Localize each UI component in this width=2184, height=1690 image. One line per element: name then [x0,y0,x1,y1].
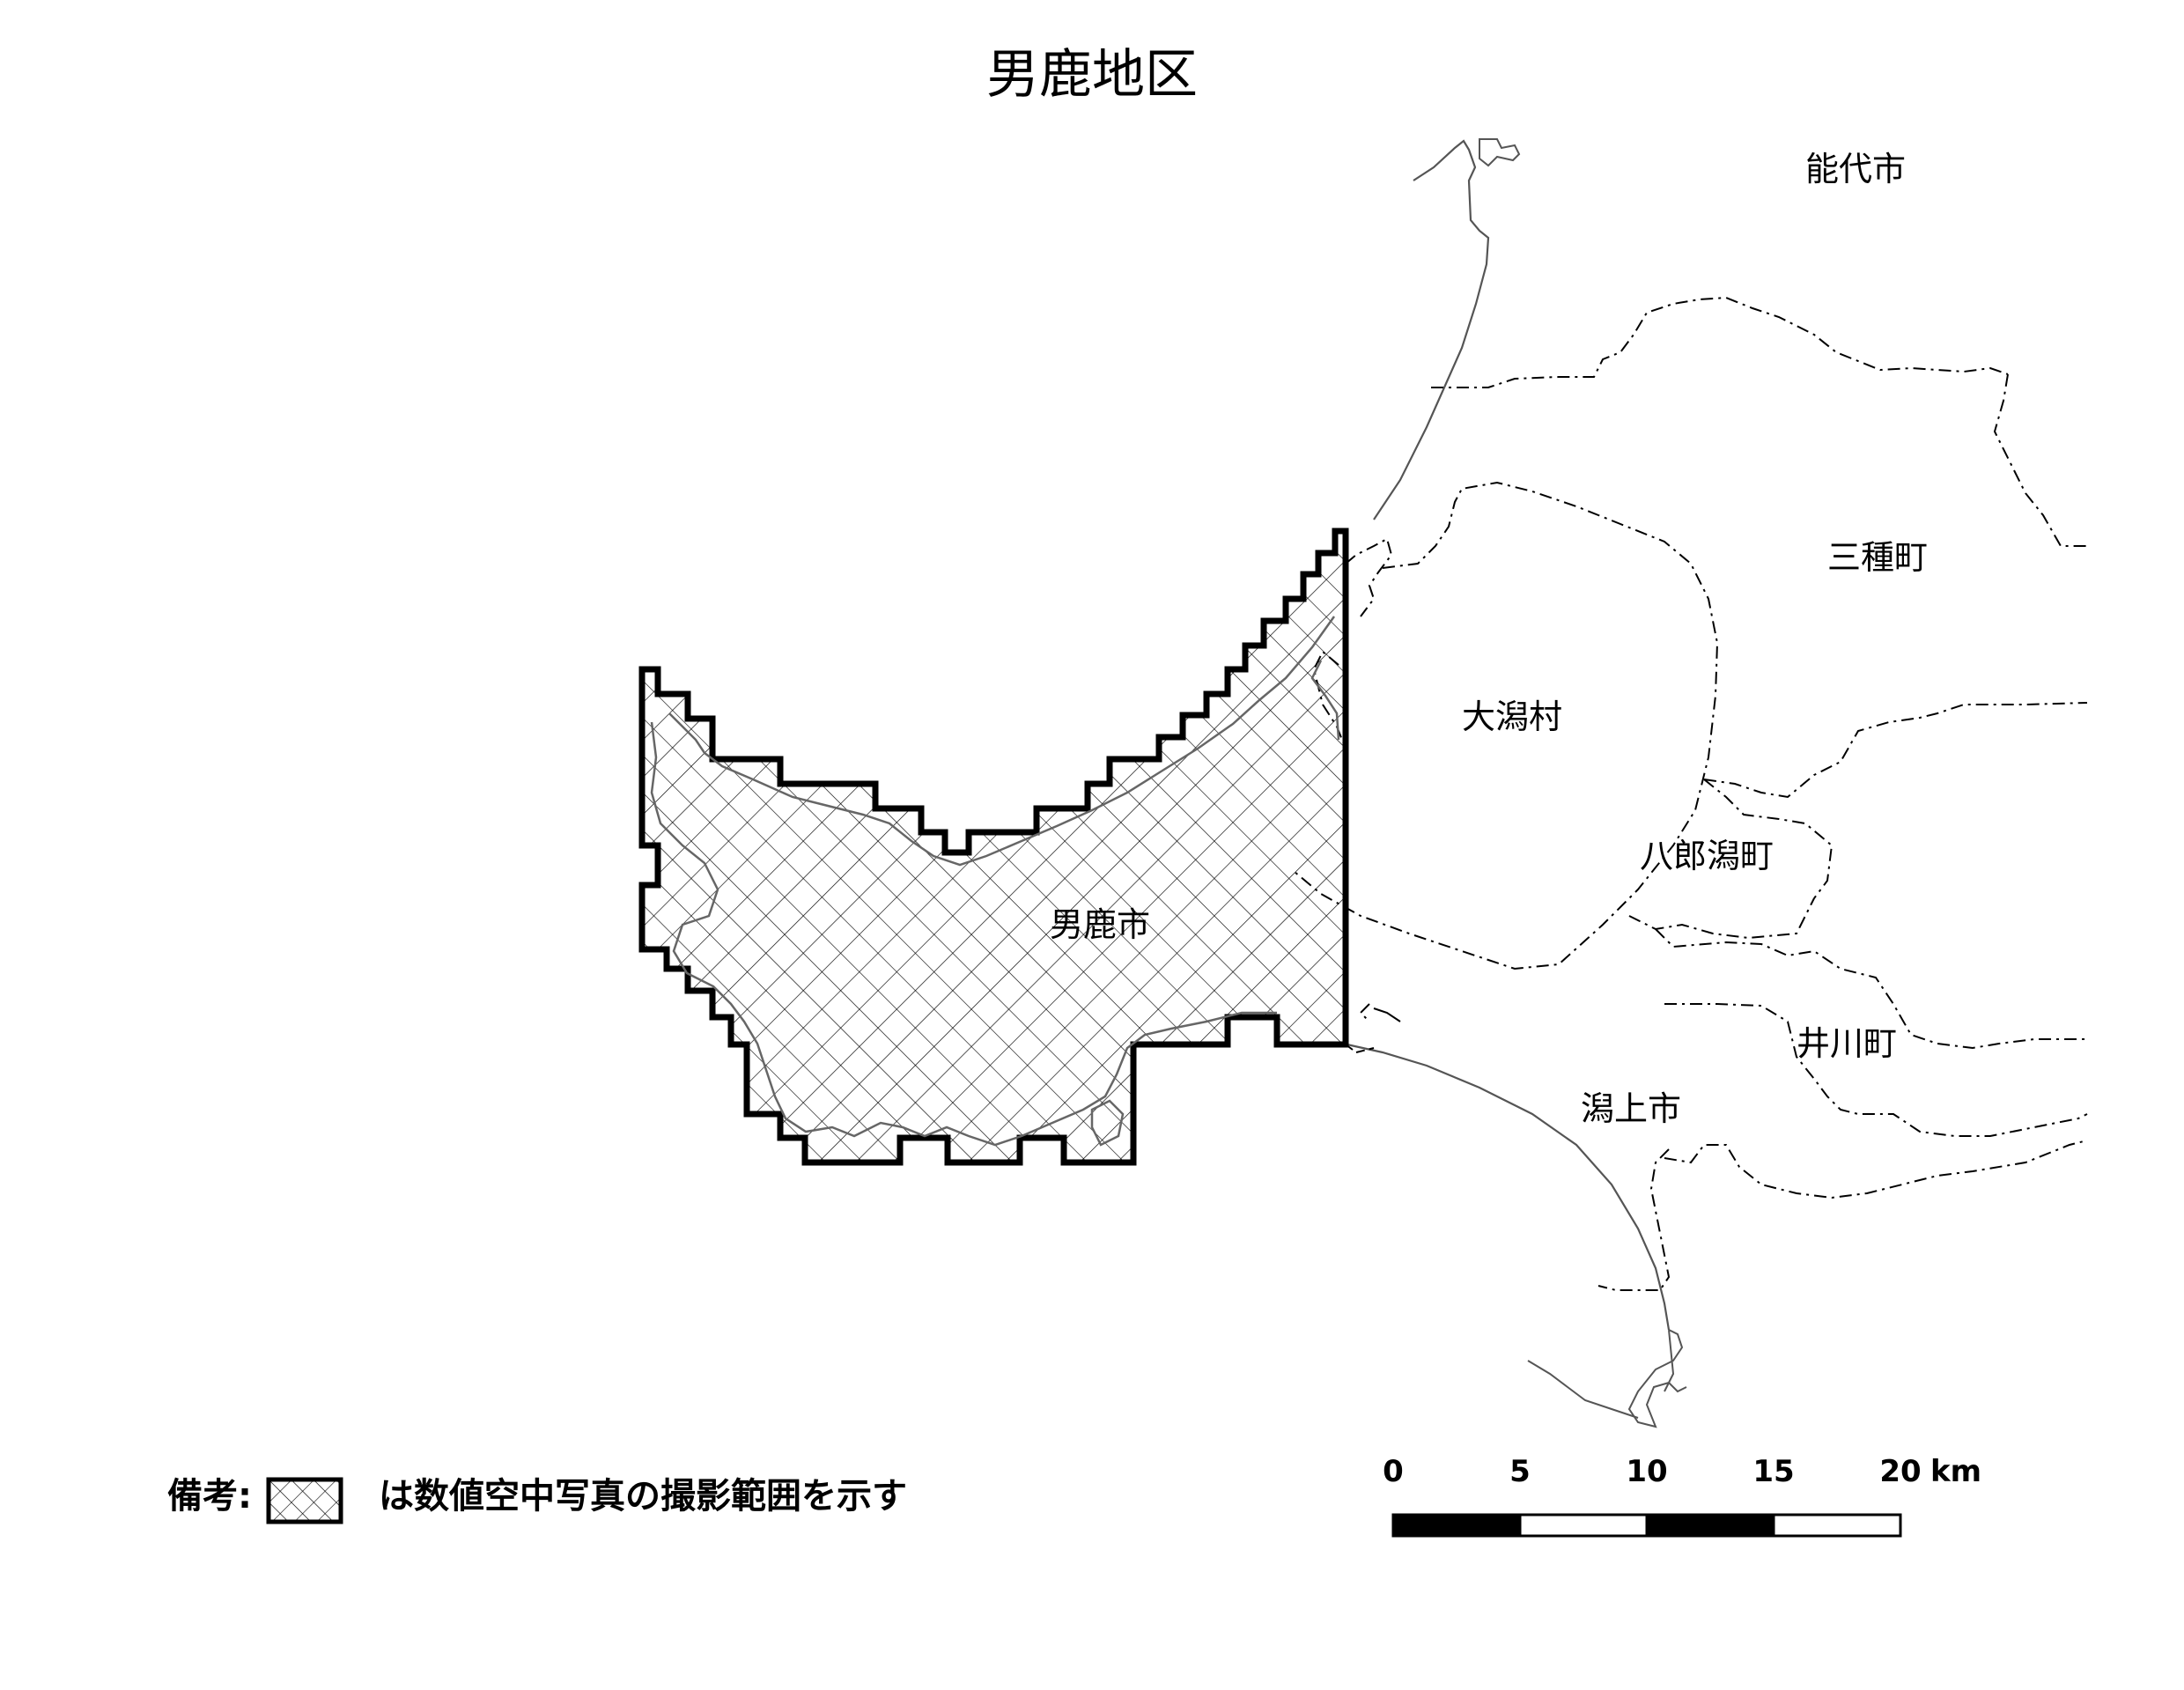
katagami-coast-start [1373,1007,1401,1022]
label-ikawa: 井川町 [1797,1024,1897,1063]
map-title: 男鹿地区 [986,44,1198,106]
scale-tick-10: 10 [1626,1454,1667,1489]
oga-katagami-boundary [1345,1044,1375,1054]
ogata-west-edge [1345,537,1393,617]
scale-tick-0: 0 [1383,1454,1404,1489]
label-oga: 男鹿市 [1050,905,1150,944]
scale-unit: km [1930,1454,1981,1489]
south-spit [1527,1360,1639,1419]
label-mitane: 三種町 [1827,538,1928,577]
label-ogata: 大潟村 [1462,697,1562,736]
peninsula-coast [650,616,1340,1147]
legend-label: 備考: [167,1476,252,1517]
legend-swatch [266,1477,343,1524]
scale-bar [1391,1513,1902,1538]
label-hachirogata: 八郎潟町 [1640,837,1774,875]
scale-tick-15: 15 [1752,1454,1794,1489]
south-coastline [1342,1042,1671,1331]
label-noshiro: 能代市 [1805,150,1906,188]
north-coastline [1373,139,1490,520]
municipal-boundaries [1294,296,2088,1291]
north-harbor [1479,138,1521,167]
survey-area [638,528,1349,1166]
scale-tick-20: 20 [1879,1454,1921,1489]
south-harbor [1627,1329,1687,1428]
label-katagami: 潟上市 [1581,1089,1681,1128]
legend-text: は数値空中写真の撮影範囲を示す [379,1476,907,1517]
scale-tick-5: 5 [1509,1454,1531,1489]
